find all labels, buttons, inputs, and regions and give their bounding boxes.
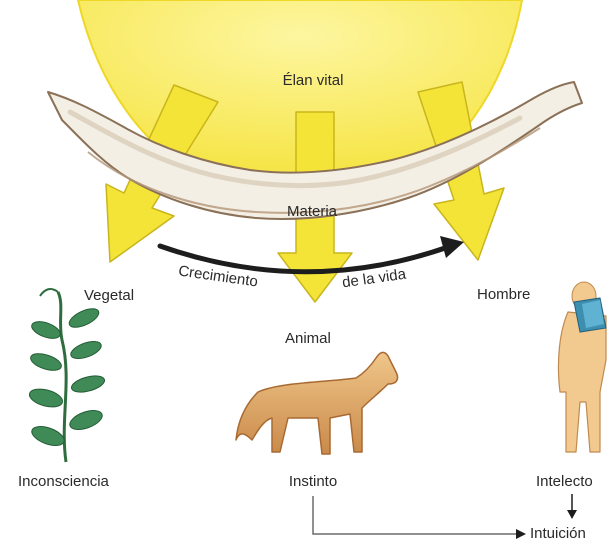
label-instinto: Instinto [289, 473, 337, 491]
growth-arrow-head [440, 236, 464, 258]
wolf-illustration [236, 352, 398, 454]
label-vegetal: Vegetal [84, 287, 134, 305]
label-animal: Animal [285, 330, 331, 348]
connector-instinto-intuicion [313, 496, 516, 534]
connector-arrow-head [516, 529, 526, 539]
label-materia: Materia [287, 203, 337, 221]
label-inconsciencia: Inconsciencia [18, 473, 109, 491]
label-hombre: Hombre [477, 286, 530, 304]
label-intuicion: Intuición [530, 525, 586, 543]
arrow-intelecto-head [567, 510, 577, 519]
man-illustration [558, 282, 606, 452]
plant-illustration [28, 289, 107, 462]
label-elan-vital: Élan vital [283, 72, 344, 90]
label-intelecto: Intelecto [536, 473, 593, 491]
